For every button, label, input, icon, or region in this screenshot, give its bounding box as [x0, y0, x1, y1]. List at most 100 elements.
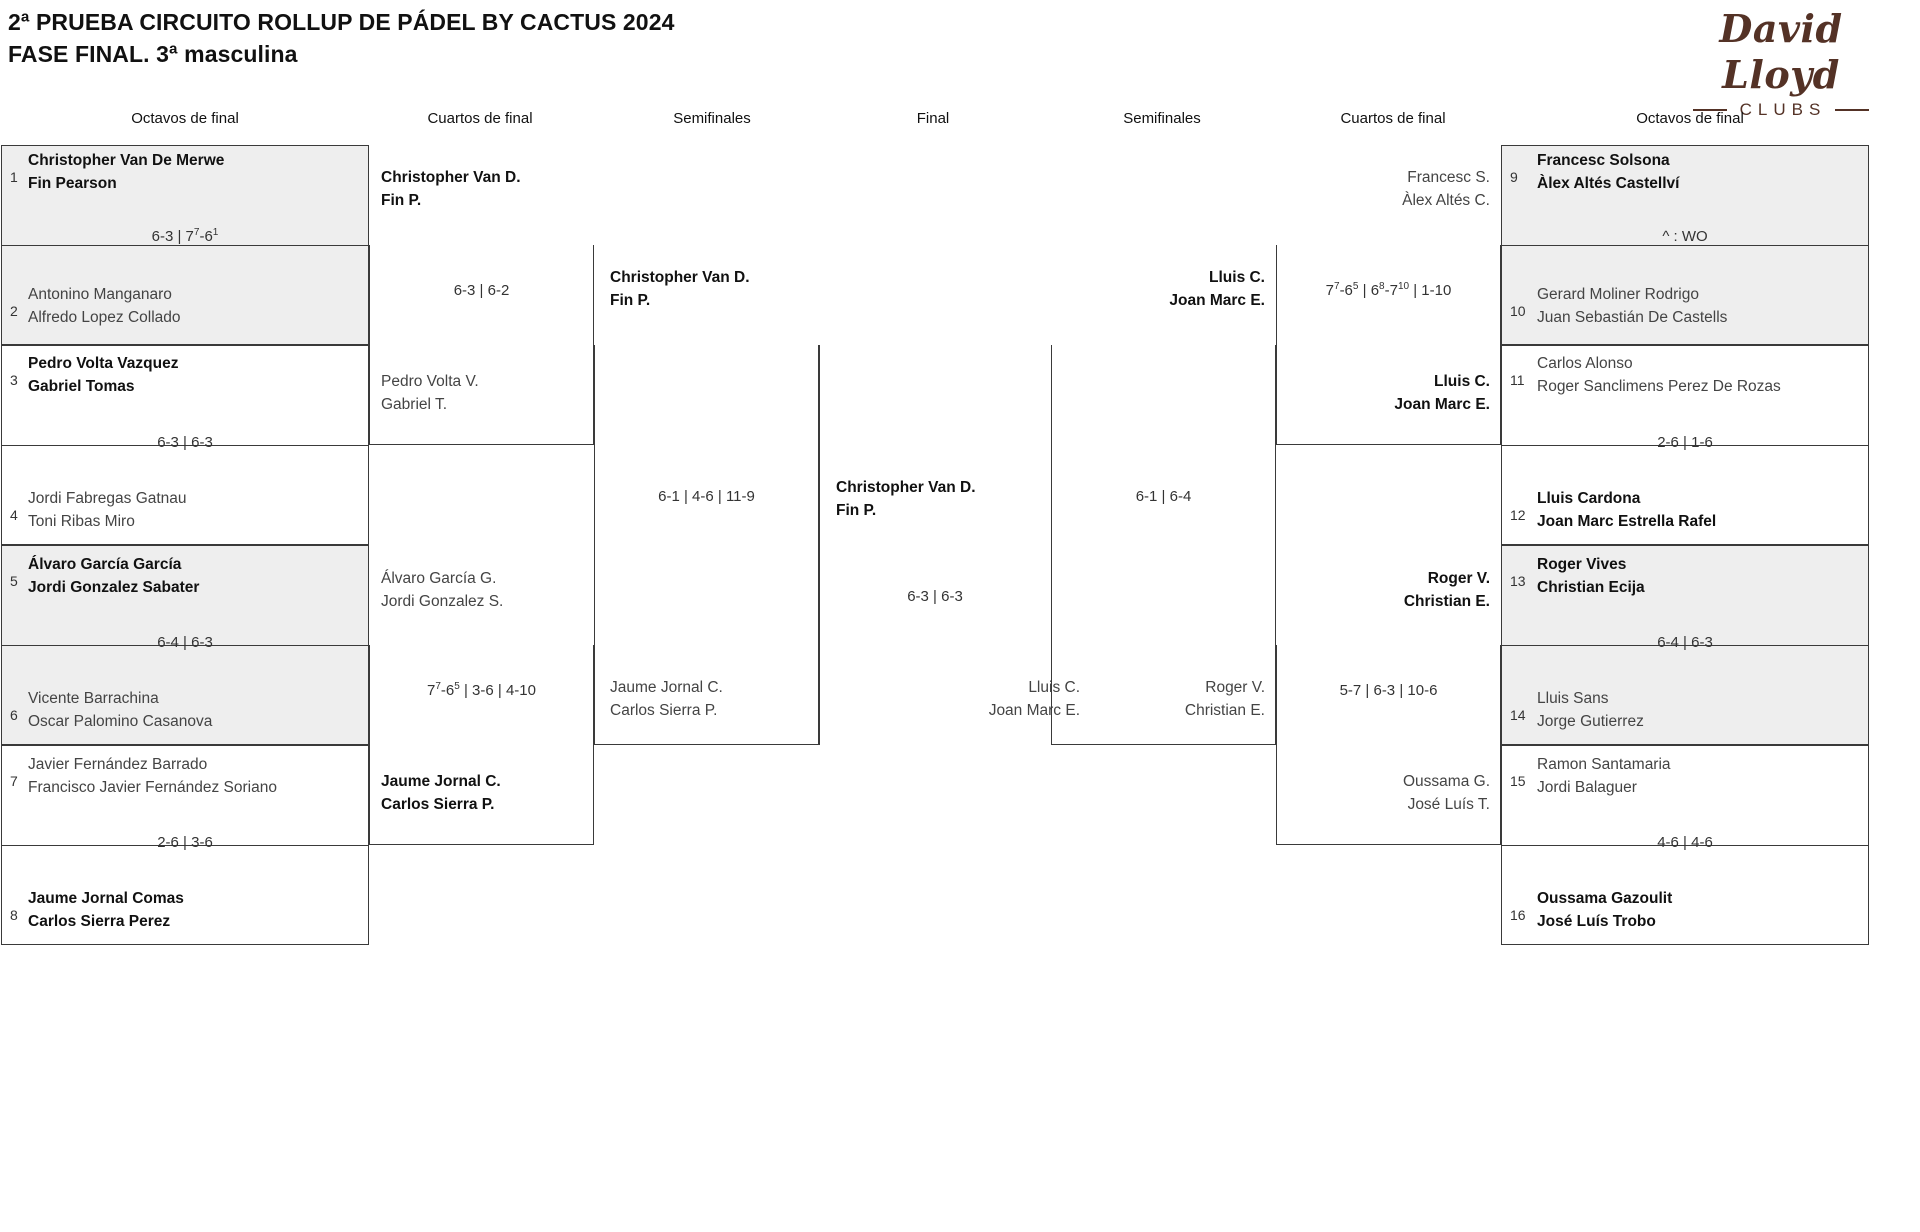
- team-name: Christopher Van D.: [836, 479, 976, 496]
- team-name: José Luís T.: [1407, 796, 1490, 813]
- team-name: Fin P.: [381, 192, 422, 209]
- team-name: Jorge Gutierrez: [1537, 713, 1644, 730]
- seed-number: 3: [10, 372, 18, 388]
- round-header-left-qf: Cuartos de final: [427, 110, 533, 127]
- team-name: Carlos Sierra Perez: [28, 913, 171, 930]
- qf-connector-top-left: [369, 245, 594, 445]
- team-name: Alfredo Lopez Collado: [28, 309, 181, 326]
- team-name: Carlos Sierra P.: [381, 796, 495, 813]
- seed-number: 14: [1510, 707, 1526, 723]
- r16-slot-13[interactable]: [1501, 545, 1869, 645]
- r16-slot-14[interactable]: [1501, 645, 1869, 745]
- r16-slot-15[interactable]: [1501, 745, 1869, 845]
- team-name: Christopher Van De Merwe: [28, 152, 225, 169]
- team-name: Pedro Volta V.: [381, 373, 479, 390]
- r16-slot-7[interactable]: [1, 745, 369, 845]
- match-score: 6-1 | 4-6 | 11-9: [658, 488, 755, 505]
- team-name: Fin P.: [836, 502, 877, 519]
- sf-connector-right: [1051, 345, 1276, 745]
- team-name: Lluis C.: [1028, 679, 1080, 696]
- team-name: Jaume Jornal Comas: [28, 890, 184, 907]
- team-name: Jaume Jornal C.: [381, 773, 501, 790]
- match-score: 2-6 | 3-6: [157, 834, 213, 851]
- team-name: Vicente Barrachina: [28, 690, 159, 707]
- team-name: Roger Sanclimens Perez De Rozas: [1537, 378, 1781, 395]
- team-name: Joan Marc Estrella Rafel: [1537, 513, 1717, 530]
- seed-number: 5: [10, 573, 18, 589]
- r16-slot-10[interactable]: [1501, 245, 1869, 345]
- team-name: Jordi Fabregas Gatnau: [28, 490, 187, 507]
- match-score: 77-65 | 68-710 | 1-10: [1325, 281, 1452, 300]
- r16-slot-2[interactable]: [1, 245, 369, 345]
- team-name: Lluis Cardona: [1537, 490, 1641, 507]
- team-name: Oscar Palomino Casanova: [28, 713, 213, 730]
- team-name: Gabriel Tomas: [28, 378, 135, 395]
- team-name: Àlex Altés C.: [1402, 192, 1490, 209]
- team-name: Oussama Gazoulit: [1537, 890, 1673, 907]
- r16-slot-12[interactable]: [1501, 445, 1869, 545]
- title-line-1: 2ª PRUEBA CIRCUITO ROLLUP DE PÁDEL BY CA…: [8, 9, 675, 35]
- r16-slot-1[interactable]: [1, 145, 369, 245]
- team-name: Carlos Alonso: [1537, 355, 1633, 372]
- round-header-right-r16: Octavos de final: [1636, 110, 1744, 127]
- page-title: 2ª PRUEBA CIRCUITO ROLLUP DE PÁDEL BY CA…: [8, 6, 675, 70]
- team-name: Juan Sebastián De Castells: [1537, 309, 1728, 326]
- match-score: 5-7 | 6-3 | 10-6: [1339, 682, 1438, 699]
- david-lloyd-logo: David Lloyd CLUBS: [1656, 6, 1906, 119]
- team-name: Antonino Manganaro: [28, 286, 172, 303]
- match-score: 6-3 | 77-61: [151, 227, 219, 246]
- seed-number: 6: [10, 707, 18, 723]
- team-name: Ramon Santamaria: [1537, 756, 1671, 773]
- round-header-final: Final: [916, 110, 950, 127]
- r16-slot-8[interactable]: [1, 845, 369, 945]
- round-header-right-qf: Cuartos de final: [1340, 110, 1446, 127]
- seed-number: 4: [10, 507, 18, 523]
- team-name: Christian E.: [1403, 593, 1490, 610]
- round-header-left-sf: Semifinales: [673, 110, 751, 127]
- round-header-right-sf: Semifinales: [1123, 110, 1201, 127]
- team-name: Pedro Volta Vazquez: [28, 355, 179, 372]
- qf-connector-bottom-right: [1276, 645, 1501, 845]
- r16-slot-11[interactable]: [1501, 345, 1869, 445]
- team-name: Toni Ribas Miro: [28, 513, 135, 530]
- seed-number: 1: [10, 169, 18, 185]
- seed-number: 2: [10, 303, 18, 319]
- team-name: Gerard Moliner Rodrigo: [1537, 286, 1699, 303]
- team-name: Gabriel T.: [381, 396, 448, 413]
- seed-number: 12: [1510, 507, 1526, 523]
- qf-connector-bottom-left: [369, 645, 594, 845]
- final-connector-left: [819, 345, 820, 745]
- team-name: Francesc Solsona: [1537, 152, 1670, 169]
- round-header-left-r16: Octavos de final: [131, 110, 239, 127]
- team-name: Roger V.: [1427, 570, 1490, 587]
- team-name: José Luís Trobo: [1537, 913, 1656, 930]
- team-name: Jordi Balaguer: [1537, 779, 1637, 796]
- team-name: Àlex Altés Castellví: [1537, 175, 1680, 192]
- r16-slot-4[interactable]: [1, 445, 369, 545]
- r16-slot-6[interactable]: [1, 645, 369, 745]
- logo-subtitle-row: CLUBS: [1656, 100, 1906, 120]
- match-score: 6-3 | 6-3: [157, 434, 213, 451]
- seed-number: 16: [1510, 907, 1526, 923]
- r16-slot-9[interactable]: [1501, 145, 1869, 245]
- team-name: Christopher Van D.: [610, 269, 750, 286]
- team-name: Christian Ecija: [1537, 579, 1645, 596]
- r16-slot-5[interactable]: [1, 545, 369, 645]
- team-name: Jordi Gonzalez S.: [381, 593, 504, 610]
- team-name: Fin Pearson: [28, 175, 117, 192]
- team-name: Roger Vives: [1537, 556, 1627, 573]
- team-name: Lluis Sans: [1537, 690, 1609, 707]
- match-score: ^ : WO: [1662, 228, 1708, 245]
- team-name: Álvaro García García: [28, 556, 182, 573]
- seed-number: 11: [1510, 372, 1525, 388]
- team-name: Fin P.: [610, 292, 651, 309]
- team-name: Francesc S.: [1407, 169, 1490, 186]
- r16-slot-3[interactable]: [1, 345, 369, 445]
- r16-slot-16[interactable]: [1501, 845, 1869, 945]
- seed-number: 10: [1510, 303, 1526, 319]
- team-name: Joan Marc E.: [1169, 292, 1265, 309]
- match-score: 6-4 | 6-3: [157, 634, 213, 651]
- team-name: Oussama G.: [1403, 773, 1490, 790]
- seed-number: 7: [10, 773, 18, 789]
